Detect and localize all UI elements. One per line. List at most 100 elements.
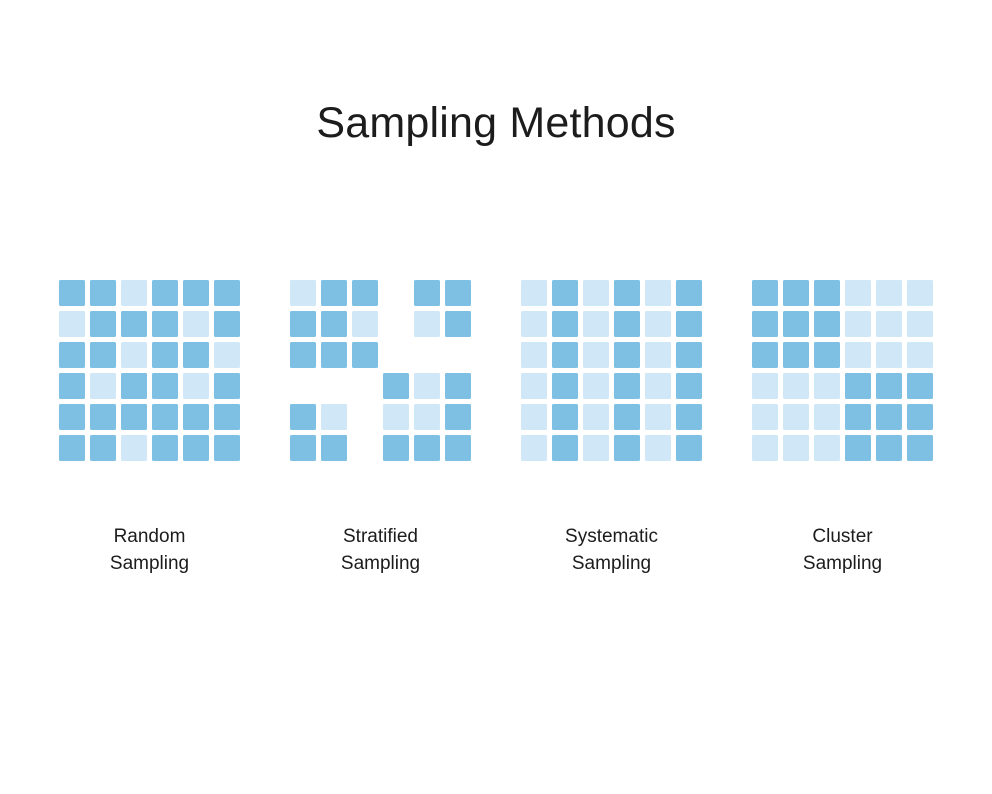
panel-label-line2: Sampling	[340, 553, 421, 575]
grid-cell-unselected	[752, 373, 778, 399]
panel-label-line2: Sampling	[109, 553, 190, 575]
grid-cell-selected	[845, 435, 871, 461]
panel-systematic-sampling: Systematic Sampling	[496, 280, 727, 605]
grid-cell-selected	[290, 404, 316, 430]
grid-cell-selected	[214, 435, 240, 461]
grid-cell-unselected	[645, 435, 671, 461]
grid-cell-unselected	[214, 342, 240, 368]
grid-cell-unselected	[783, 404, 809, 430]
grid-cell-selected	[445, 404, 471, 430]
grid-cell-selected	[59, 404, 85, 430]
grid-cell-selected	[321, 435, 347, 461]
grid-cell-selected	[552, 311, 578, 337]
grid-cell-unselected	[645, 373, 671, 399]
grid-cell-selected	[614, 342, 640, 368]
grid-cell-selected	[214, 404, 240, 430]
grid-cell-selected	[214, 373, 240, 399]
grid-cell-selected	[352, 280, 378, 306]
grid-cell-unselected	[59, 311, 85, 337]
grid-cell-selected	[676, 373, 702, 399]
grid-cell-unselected	[645, 311, 671, 337]
grid-cell-selected	[214, 280, 240, 306]
page-title: Sampling Methods	[316, 99, 676, 147]
grid-cell-empty	[352, 373, 378, 399]
grid-cell-unselected	[290, 280, 316, 306]
grid-cell-unselected	[814, 435, 840, 461]
grid-cell-selected	[876, 373, 902, 399]
grid-cell-unselected	[783, 435, 809, 461]
grid-cell-selected	[183, 342, 209, 368]
grid-cell-selected	[814, 342, 840, 368]
grid-cell-selected	[414, 280, 440, 306]
grid-random-sampling	[59, 280, 240, 461]
grid-cell-selected	[183, 280, 209, 306]
grid-cell-unselected	[414, 404, 440, 430]
grid-cell-selected	[152, 404, 178, 430]
panel-stratified-sampling: Stratified Sampling	[265, 280, 496, 605]
grid-cell-selected	[152, 311, 178, 337]
grid-cell-selected	[321, 311, 347, 337]
grid-cell-unselected	[90, 373, 116, 399]
grid-cell-unselected	[845, 280, 871, 306]
grid-cell-selected	[183, 435, 209, 461]
grid-cell-unselected	[783, 373, 809, 399]
grid-cell-empty	[383, 311, 409, 337]
grid-cell-selected	[845, 404, 871, 430]
grid-cell-unselected	[752, 404, 778, 430]
grid-cell-selected	[290, 342, 316, 368]
grid-cell-selected	[445, 435, 471, 461]
grid-cell-unselected	[583, 342, 609, 368]
grid-cell-unselected	[907, 342, 933, 368]
grid-cell-selected	[121, 373, 147, 399]
grid-cell-selected	[321, 280, 347, 306]
panel-label-line2: Sampling	[571, 553, 652, 575]
grid-cell-empty	[290, 373, 316, 399]
grid-cell-unselected	[521, 342, 547, 368]
grid-cell-empty	[352, 404, 378, 430]
grid-cell-selected	[152, 435, 178, 461]
grid-cell-unselected	[907, 280, 933, 306]
grid-cell-selected	[445, 373, 471, 399]
grid-cell-unselected	[907, 311, 933, 337]
grid-cell-unselected	[845, 311, 871, 337]
grid-cell-selected	[783, 342, 809, 368]
grid-cell-selected	[614, 311, 640, 337]
grid-cell-selected	[90, 435, 116, 461]
grid-cell-selected	[907, 435, 933, 461]
grid-cell-unselected	[121, 435, 147, 461]
grid-cell-selected	[290, 311, 316, 337]
grid-cell-unselected	[583, 404, 609, 430]
grid-cell-empty	[321, 373, 347, 399]
grid-cell-selected	[676, 342, 702, 368]
grid-systematic-sampling	[521, 280, 702, 461]
grid-cell-selected	[414, 435, 440, 461]
grid-cell-selected	[90, 280, 116, 306]
grid-cell-selected	[383, 435, 409, 461]
grid-cell-selected	[152, 373, 178, 399]
grid-cell-selected	[814, 280, 840, 306]
grid-cell-unselected	[183, 373, 209, 399]
grid-cell-unselected	[414, 311, 440, 337]
grid-cell-unselected	[414, 373, 440, 399]
grid-cell-selected	[552, 373, 578, 399]
panel-label-line1: Cluster	[812, 525, 873, 547]
panel-label-cluster-sampling: Cluster Sampling	[803, 495, 882, 605]
grid-cell-selected	[59, 280, 85, 306]
grid-cell-unselected	[645, 280, 671, 306]
grid-cell-selected	[552, 280, 578, 306]
grid-cell-selected	[676, 280, 702, 306]
grid-cell-selected	[90, 342, 116, 368]
grid-cell-unselected	[876, 280, 902, 306]
grid-cell-empty	[414, 342, 440, 368]
panel-label-line1: Systematic	[565, 525, 658, 547]
grid-cell-empty	[383, 342, 409, 368]
grid-cell-selected	[352, 342, 378, 368]
grid-cell-selected	[59, 435, 85, 461]
grid-cell-selected	[121, 311, 147, 337]
grid-cell-selected	[676, 311, 702, 337]
grid-cell-unselected	[121, 342, 147, 368]
grid-cell-unselected	[583, 311, 609, 337]
grid-cell-unselected	[583, 280, 609, 306]
grid-cell-selected	[783, 280, 809, 306]
